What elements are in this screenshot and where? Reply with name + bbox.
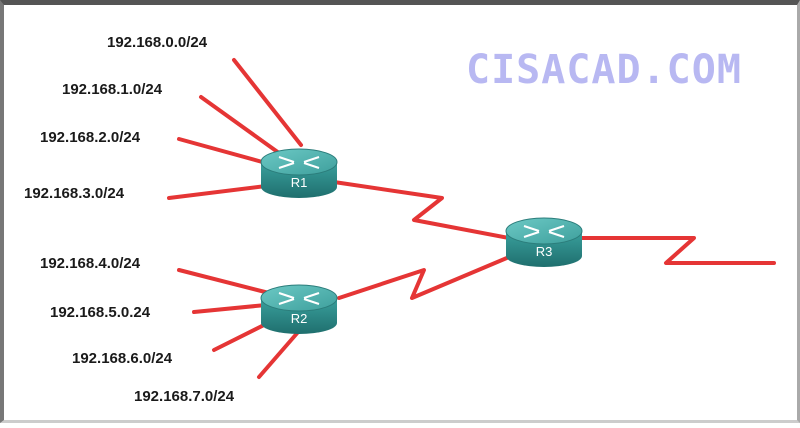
router-label: R2: [291, 311, 308, 326]
network-label-n6: 192.168.6.0/24: [72, 350, 173, 367]
link-n7-r2: [257, 329, 301, 379]
link-n2-r1: [177, 137, 268, 165]
link-n3-r1: [167, 183, 276, 200]
network-label-n4: 192.168.4.0/24: [40, 255, 141, 272]
serial-link-r1-r3: [332, 180, 511, 240]
router-label: R3: [536, 244, 553, 259]
link-n4-r2: [177, 268, 271, 295]
router-arrows-icon: [523, 225, 565, 238]
serial-link-r2-r3: [337, 253, 516, 300]
network-label-n2: 192.168.2.0/24: [40, 129, 141, 146]
router-arrows-icon: [278, 156, 320, 169]
router-label: R1: [291, 175, 308, 190]
serial-link-r3-isp: [577, 236, 776, 265]
link-n5-r2: [192, 303, 268, 314]
network-topology-diagram: CISACAD.COM R1 R2: [24, 34, 776, 405]
link-n1-r1: [199, 95, 281, 155]
router-r2[interactable]: R2: [260, 284, 338, 334]
router-r1[interactable]: R1: [260, 148, 338, 198]
network-label-n3: 192.168.3.0/24: [24, 185, 125, 202]
link-n0-r1: [232, 58, 303, 147]
network-label-n5: 192.168.5.0.24: [50, 304, 151, 321]
watermark-text: CISACAD.COM: [466, 47, 742, 93]
router-r3[interactable]: R3: [505, 217, 583, 267]
router-arrows-icon: [278, 292, 320, 305]
network-label-n1: 192.168.1.0/24: [62, 81, 163, 98]
network-label-n0: 192.168.0.0/24: [107, 34, 208, 51]
network-label-n7: 192.168.7.0/24: [134, 388, 235, 405]
